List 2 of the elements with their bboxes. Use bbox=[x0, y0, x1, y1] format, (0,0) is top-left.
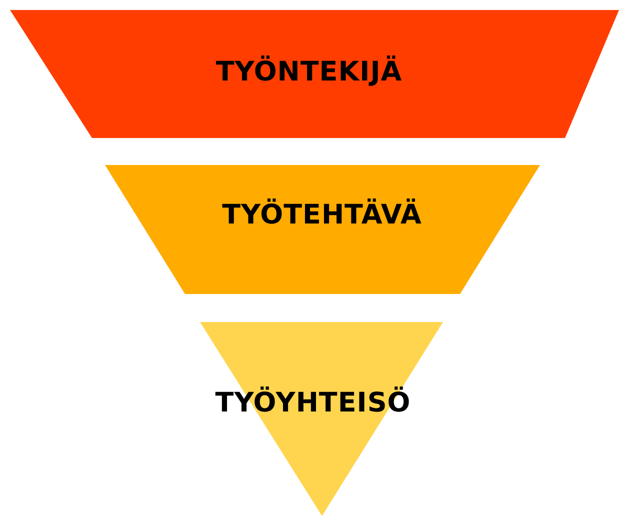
level-label: TYÖTEHTÄVÄ bbox=[222, 200, 422, 230]
level-label: TYÖNTEKIJÄ bbox=[216, 56, 402, 88]
